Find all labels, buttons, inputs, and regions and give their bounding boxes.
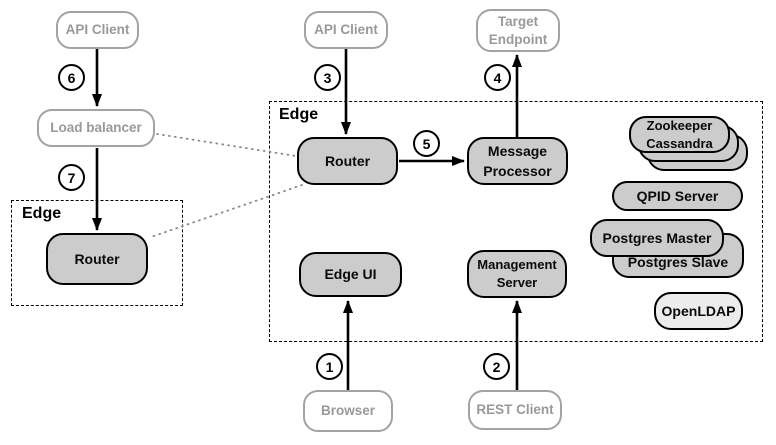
node-label-line: Processor	[483, 163, 552, 179]
node-zookeeper-cassandra: Zookeeper Cassandra	[629, 116, 730, 153]
node-edge-ui: Edge UI	[299, 252, 402, 297]
node-api-client-left: API Client	[56, 11, 139, 49]
node-label-line: Endpoint	[488, 31, 548, 47]
step-circle-3: 3	[314, 64, 341, 91]
step-circle-2: 2	[483, 353, 510, 380]
node-target-endpoint: Target Endpoint	[476, 9, 560, 52]
node-label-line: Target	[497, 13, 539, 29]
step-circle-7: 7	[58, 164, 85, 191]
edge-group-main-label: Edge	[279, 106, 319, 123]
node-label-line: Zookeeper	[646, 117, 713, 133]
node-management-server: Management Server	[467, 250, 567, 298]
node-label-line: Management	[477, 257, 557, 273]
edge-group-left-label: Edge	[22, 205, 62, 222]
node-api-client-center: API Client	[304, 11, 388, 49]
node-postgres-master: Postgres Master	[590, 219, 724, 257]
node-label-line: Server	[496, 275, 538, 290]
node-message-processor: Message Processor	[467, 137, 568, 185]
node-openldap: OpenLDAP	[654, 292, 743, 330]
node-load-balancer: Load balancer	[37, 109, 155, 147]
step-circle-6: 6	[58, 64, 85, 91]
node-router-left: Router	[46, 233, 148, 285]
node-rest-client: REST Client	[468, 390, 562, 430]
node-router-main: Router	[297, 137, 398, 185]
node-label-line: Cassandra	[646, 135, 713, 151]
node-label-line: Message	[487, 142, 548, 159]
node-browser: Browser	[303, 390, 393, 432]
step-circle-5: 5	[413, 130, 440, 157]
step-circle-4: 4	[484, 64, 511, 91]
node-qpid-server: QPID Server	[612, 181, 743, 211]
step-circle-1: 1	[316, 353, 343, 380]
